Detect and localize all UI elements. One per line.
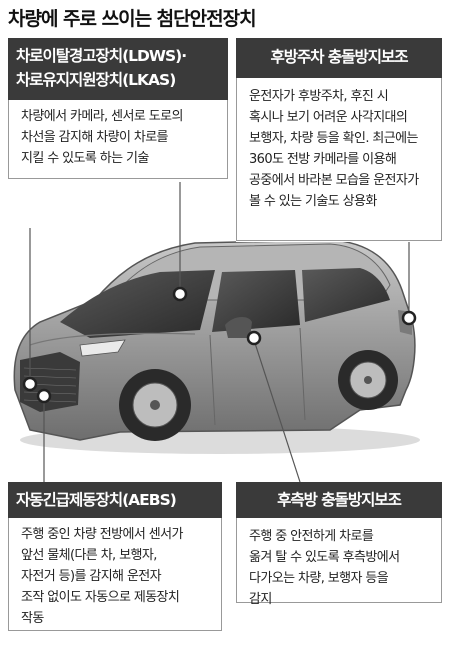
rear-side-body: 주행 중 안전하게 차로를 옮겨 탈 수 있도록 후측방에서 다가오는 차량, … — [236, 518, 442, 607]
rear-parking-body-line: 볼 수 있는 기술도 상용화 — [249, 194, 377, 209]
marker-dot-mirror — [246, 330, 262, 346]
aebs-heading: 자동긴급제동장치(AEBS) — [8, 482, 222, 518]
leader-line-rear-side — [253, 339, 301, 483]
aebs-body-line: 조작 없이도 자동으로 제동장치 — [21, 590, 180, 605]
rear-parking-body-line: 공중에서 바라본 모습을 운전자가 — [249, 173, 419, 188]
lane-heading-line2: 차로유지지원장치(LKAS) — [16, 71, 176, 89]
rear-parking-body-line: 운전자가 후방주차, 후진 시 — [249, 89, 389, 104]
lane-assist-panel: 차로이탈경고장치(LDWS)· 차로유지지원장치(LKAS) 차량에서 카메라,… — [8, 38, 228, 182]
rear-side-body-line: 주행 중 안전하게 차로를 — [249, 529, 374, 544]
lane-body-line: 차선을 감지해 차량이 차로를 — [21, 130, 169, 145]
rear-parking-body: 운전자가 후방주차, 후진 시 혹시나 보기 어려운 사각지대의 보행자, 차량… — [236, 78, 442, 241]
lane-body-line: 차량에서 카메라, 센서로 도로의 — [21, 109, 183, 124]
rear-side-body-line: 다가오는 차량, 보행자 등을 — [249, 571, 389, 586]
aebs-body-line: 앞선 물체(다른 차, 보행자, — [21, 548, 157, 563]
lane-assist-heading: 차로이탈경고장치(LDWS)· 차로유지지원장치(LKAS) — [8, 38, 228, 100]
rear-side-heading: 후측방 충돌방지보조 — [236, 482, 442, 518]
aebs-body-line: 주행 중인 차량 전방에서 센서가 — [21, 527, 183, 542]
aebs-body-line: 자전거 등)를 감지해 운전자 — [21, 569, 162, 584]
aebs-panel: 자동긴급제동장치(AEBS) 주행 중인 차량 전방에서 센서가 앞선 물체(다… — [8, 482, 222, 632]
rear-parking-heading: 후방주차 충돌방지보조 — [236, 38, 442, 78]
page-title: 차량에 주로 쓰이는 첨단안전장치 — [8, 8, 257, 30]
lane-body-line: 지킬 수 있도록 하는 기술 — [21, 151, 149, 166]
lane-heading-line1: 차로이탈경고장치(LDWS)· — [16, 47, 187, 65]
marker-dot-front-sensor — [36, 388, 52, 404]
rear-parking-body-line: 보행자, 차량 등을 확인. 최근에는 — [249, 131, 418, 146]
rear-side-body-line: 옮겨 탈 수 있도록 후측방에서 — [249, 550, 400, 565]
rear-parking-body-line: 360도 전방 카메라를 이용해 — [249, 152, 397, 167]
marker-dot-camera — [172, 286, 188, 302]
rear-side-body-line: 감지 — [249, 592, 272, 607]
rear-side-panel: 후측방 충돌방지보조 주행 중 안전하게 차로를 옮겨 탈 수 있도록 후측방에… — [236, 482, 442, 607]
marker-dot-rear — [401, 310, 417, 326]
rear-parking-panel: 후방주차 충돌방지보조 운전자가 후방주차, 후진 시 혹시나 보기 어려운 사… — [236, 38, 442, 242]
aebs-body-line: 작동 — [21, 611, 44, 626]
aebs-body: 주행 중인 차량 전방에서 센서가 앞선 물체(다른 차, 보행자, 자전거 등… — [8, 518, 222, 631]
rear-parking-body-line: 혹시나 보기 어려운 사각지대의 — [249, 110, 408, 125]
marker-dot-front-left — [22, 376, 38, 392]
lane-assist-body: 차량에서 카메라, 센서로 도로의 차선을 감지해 차량이 차로를 지킬 수 있… — [8, 100, 228, 179]
